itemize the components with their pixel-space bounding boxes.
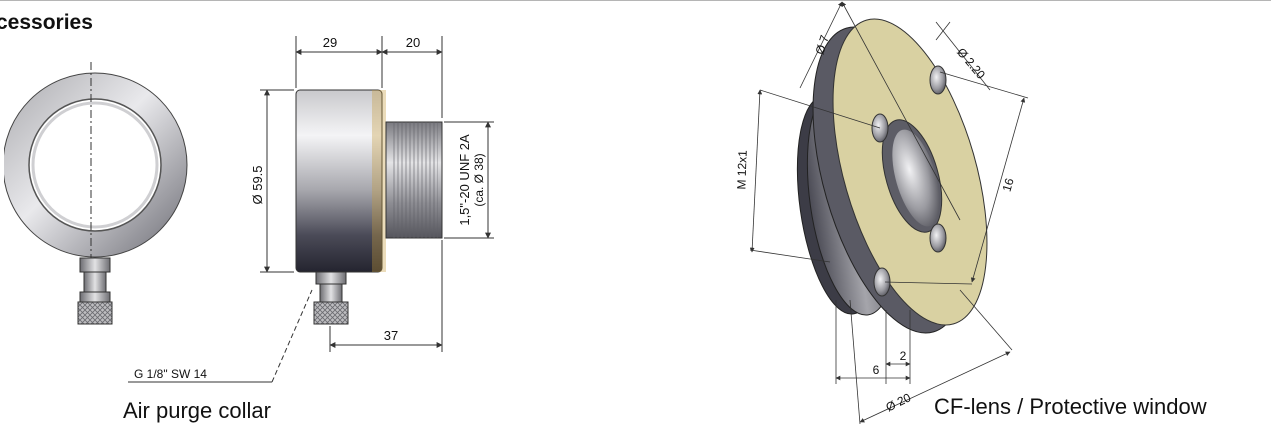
collar-dimension-labels: 29 20 Ø 59.5 1,5"-20 UNF 2A (ca. Ø 38) 3… xyxy=(134,35,486,381)
dim-thickness: 6 xyxy=(873,363,880,377)
dim-fitting: G 1/8" SW 14 xyxy=(134,367,207,381)
cf-lens-view xyxy=(796,18,988,334)
dim-bore: Ø 7 xyxy=(813,33,832,56)
dim-thread-line2: (ca. Ø 38) xyxy=(472,153,486,206)
dim-body-width: 29 xyxy=(323,35,337,50)
lens-dimension-lines xyxy=(749,1,1029,425)
collar-front-view xyxy=(0,60,188,325)
dim-holes: Ø 2.20 xyxy=(954,45,988,82)
dim-length: 37 xyxy=(384,328,398,343)
dim-pitch: 16 xyxy=(1000,176,1017,193)
dim-thread-line1: 1,5"-20 UNF 2A xyxy=(457,134,472,226)
collar-side-view xyxy=(295,89,443,325)
section-heading: cessories xyxy=(0,11,93,34)
caption-air-purge-collar: Air purge collar xyxy=(123,398,271,423)
dim-thread: M 12x1 xyxy=(734,150,749,190)
collar-dimension-lines xyxy=(128,36,494,383)
dim-thread-width: 20 xyxy=(406,35,420,50)
top-rule xyxy=(0,0,1271,1)
dim-lip: 2 xyxy=(900,349,907,363)
dim-diameter: Ø 59.5 xyxy=(250,165,265,204)
dim-flange: Ø 20 xyxy=(883,390,913,414)
